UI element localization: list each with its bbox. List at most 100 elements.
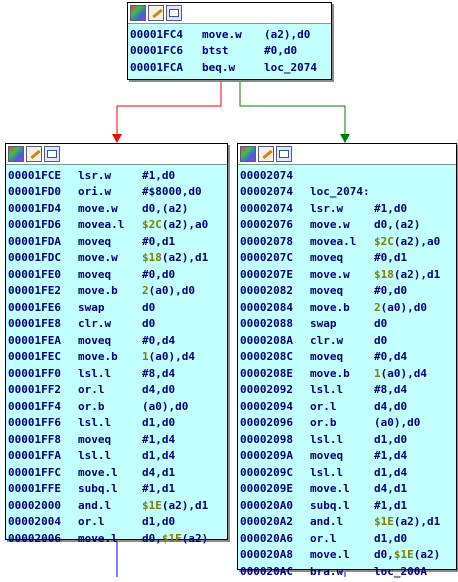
comment-icon[interactable] <box>166 5 182 21</box>
instruction-operand: 1 <box>142 350 149 364</box>
instruction-mnemonic: swap <box>78 300 105 314</box>
instruction-mnemonic: lsl.l <box>78 416 112 430</box>
edit-color-icon[interactable] <box>148 5 164 21</box>
instruction-operand: #0,d0 <box>264 44 298 58</box>
comment-icon[interactable] <box>276 146 292 162</box>
instruction-address: 00001FCA <box>130 60 183 74</box>
edge-true-arrowhead <box>340 134 350 143</box>
edit-color-icon[interactable] <box>26 146 42 162</box>
instruction-mnemonic: beq.w <box>202 60 236 74</box>
graph-colors-icon[interactable] <box>8 146 24 162</box>
edge-true-branch[interactable] <box>239 78 346 136</box>
edit-color-icon[interactable] <box>258 146 274 162</box>
instruction-mnemonic: lsl.l <box>78 366 112 380</box>
instruction-operand: (a0),d4 <box>148 350 195 364</box>
instruction-mnemonic: swap <box>310 317 337 331</box>
instruction-address: 0000209A <box>240 449 293 463</box>
instruction-address: 00001FC6 <box>130 44 183 58</box>
instruction-mnemonic: clr.w <box>310 333 344 347</box>
graph-colors-icon[interactable] <box>240 146 256 162</box>
comment-icon[interactable] <box>44 146 60 162</box>
instruction-operand: $18 <box>374 267 394 281</box>
instruction-operand: (a2),a0 <box>393 234 441 248</box>
instruction-operand: #0,d0 <box>142 267 176 281</box>
instruction-mnemonic: and.l <box>78 498 112 512</box>
graph-colors-icon[interactable] <box>130 5 146 21</box>
instruction-operand: #0,d1 <box>142 234 176 248</box>
instruction-operand: (a2),d0 <box>264 27 311 41</box>
instruction-mnemonic: or.l <box>310 531 337 545</box>
instruction-address: 0000207E <box>240 267 293 281</box>
instruction-mnemonic: subq.l <box>310 498 350 512</box>
instruction-mnemonic: movea.l <box>310 234 357 248</box>
instruction-address: 00001FE8 <box>8 317 61 331</box>
instruction-address: 00001FC4 <box>130 27 183 41</box>
instruction-mnemonic: move.w <box>310 267 350 281</box>
instruction-address: 00002098 <box>240 432 293 446</box>
edge-false-branch[interactable] <box>116 78 222 136</box>
instruction-operand: loc_200A <box>374 564 427 578</box>
instruction-address: 00002000 <box>8 498 61 512</box>
instruction-address: 00002096 <box>240 416 293 430</box>
instruction-mnemonic: move.b <box>78 284 118 298</box>
instruction-row[interactable]: 00002074 <box>240 167 456 184</box>
instruction-operand: #1,d0 <box>374 201 408 215</box>
instruction-address: 00001FCE <box>8 168 61 182</box>
instruction-mnemonic: move.l <box>78 531 118 545</box>
